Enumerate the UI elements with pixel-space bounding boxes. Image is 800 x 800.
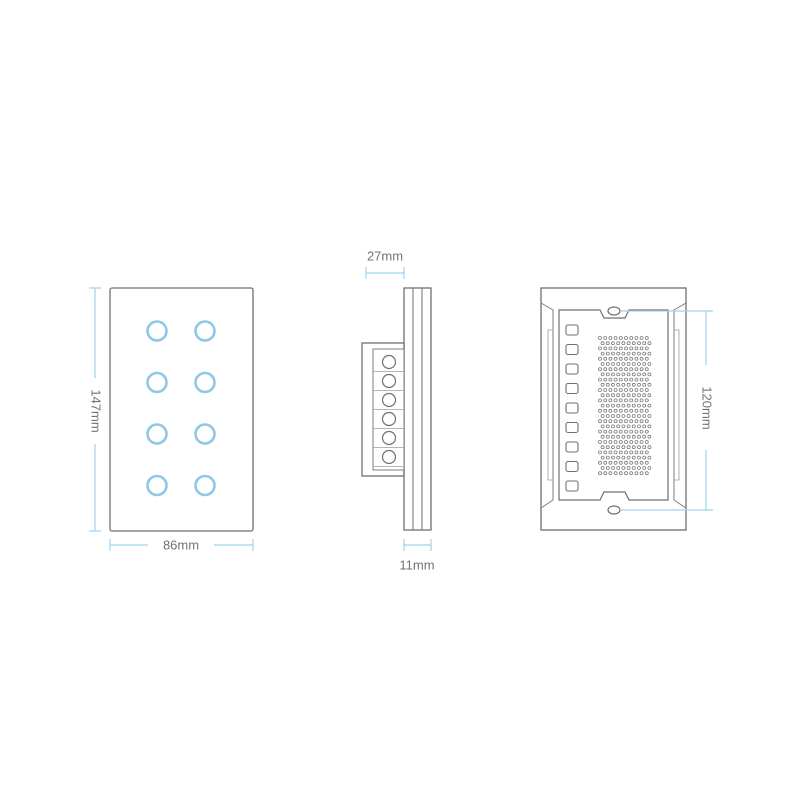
height-dimension-147: 147mm [89,287,104,532]
back-terminal [565,382,579,395]
back-terminal [565,460,579,473]
back-terminal [565,421,579,434]
touch-button [194,474,216,497]
mounting-hole-bottom [607,505,621,515]
back-terminals [565,324,579,492]
plate-dimension-11: 11mm [399,539,435,572]
side-front-plate [403,287,432,531]
side-terminal-screw [381,430,397,446]
touch-button [194,371,216,394]
dimension-label-height: 147mm [89,389,104,432]
front-panel [109,287,254,532]
side-terminal-screw [381,449,397,465]
touch-button [194,320,216,342]
dimension-label-back-height: 120mm [700,386,715,429]
back-terminal [565,363,579,375]
side-terminals [373,354,404,467]
dimension-label-plate: 11mm [399,557,434,572]
dimension-label-width: 86mm [163,537,199,552]
back-right-flange [673,302,687,509]
back-view: 120mm [540,287,715,531]
vent-grid [598,336,652,476]
back-terminal [565,343,579,356]
touch-button [194,423,216,445]
touch-button [146,320,168,342]
touch-button [146,423,168,445]
side-terminal-screw [381,411,397,427]
touch-button [146,474,168,497]
side-terminal-screw [381,373,397,389]
side-terminal-screw [381,354,397,370]
back-left-flange [540,302,554,509]
touch-button [146,371,168,394]
back-terminal [565,480,579,492]
front-view: 147mm 86mm [89,287,254,552]
width-dimension-86: 86mm [109,537,254,552]
mounting-hole-top [607,306,621,316]
back-terminal [565,402,579,414]
back-terminal [565,324,579,336]
side-view: 27mm 11mm [361,248,435,572]
touch-buttons [146,320,216,497]
dimension-label-depth: 27mm [367,248,403,263]
back-terminal [565,441,579,453]
depth-dimension-27: 27mm [365,248,405,279]
height-dimension-120: 120mm [620,310,715,511]
side-terminal-screw [381,392,397,408]
